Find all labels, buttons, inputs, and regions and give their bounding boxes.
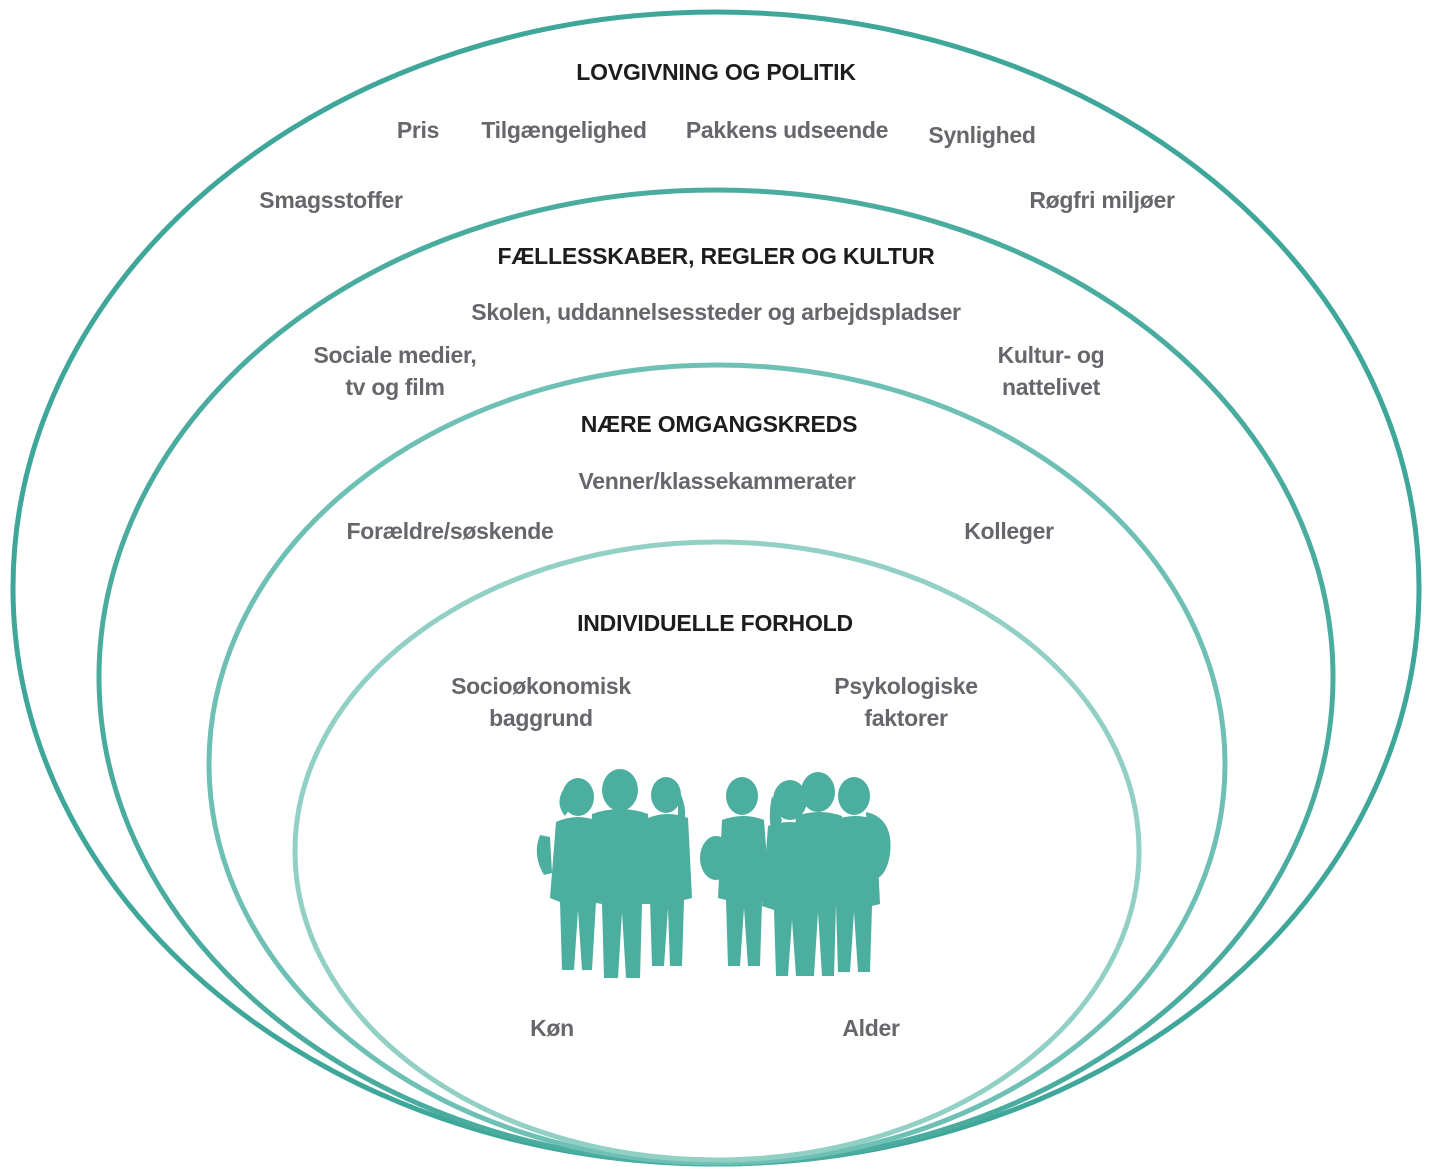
factor-nightlife: Kultur- og nattelivet (998, 339, 1105, 403)
factor-social-media-line2: tv og film (345, 374, 445, 400)
factor-socioeconomic-line2: baggrund (489, 705, 593, 731)
ring-close-circle-ellipse (206, 362, 1228, 1166)
factor-psychological: Psykologiske faktorer (834, 670, 978, 734)
factor-nightlife-line1: Kultur- og (997, 342, 1105, 368)
factor-parents-siblings: Forældre/søskende (346, 518, 554, 544)
ring-heading-law-policy: LOVGIVNING OG POLITIK (576, 59, 856, 85)
factor-friends-classmates: Venner/klassekammerater (578, 468, 856, 494)
factor-nightlife-line2: nattelivet (1002, 374, 1100, 400)
factor-schools-workplaces: Skolen, uddannelsessteder og arbejdsplad… (471, 299, 961, 325)
factor-social-media: Sociale medier, tv og film (314, 339, 477, 403)
factor-smoke-free-environments: Røgfri miljøer (1029, 187, 1175, 213)
factor-age: Alder (842, 1015, 900, 1041)
ring-heading-individual: INDIVIDUELLE FORHOLD (577, 610, 853, 636)
factor-colleagues: Kolleger (964, 518, 1054, 544)
person-silhouette-icon (700, 777, 770, 966)
people-silhouette-icon (536, 769, 891, 978)
factor-visibility: Synlighed (928, 122, 1036, 148)
ring-community-ellipse (96, 187, 1336, 1167)
factor-social-media-line1: Sociale medier, (313, 342, 477, 368)
ring-heading-communities: FÆLLESSKABER, REGLER OG KULTUR (497, 243, 935, 269)
factor-psychological-line2: faktorer (864, 705, 948, 731)
factor-price: Pris (396, 117, 440, 143)
ring-outer-ellipse (10, 9, 1422, 1167)
ring-heading-close-circle: NÆRE OMGANGSKREDS (580, 411, 858, 437)
person-silhouette-icon (642, 777, 692, 966)
factor-packaging: Pakkens udseende (685, 117, 889, 143)
factor-gender: Køn (530, 1015, 574, 1041)
factor-socioeconomic: Socioøkonomisk baggrund (451, 670, 631, 734)
factor-flavourings: Smagsstoffer (259, 187, 403, 213)
person-silhouette-icon (590, 769, 652, 978)
ring-individual-ellipse (292, 539, 1142, 1163)
factor-psychological-line1: Psykologiske (834, 673, 978, 699)
factor-socioeconomic-line1: Socioøkonomisk (451, 673, 631, 699)
person-silhouette-icon (828, 777, 891, 972)
factor-availability: Tilgængelighed (481, 117, 647, 143)
